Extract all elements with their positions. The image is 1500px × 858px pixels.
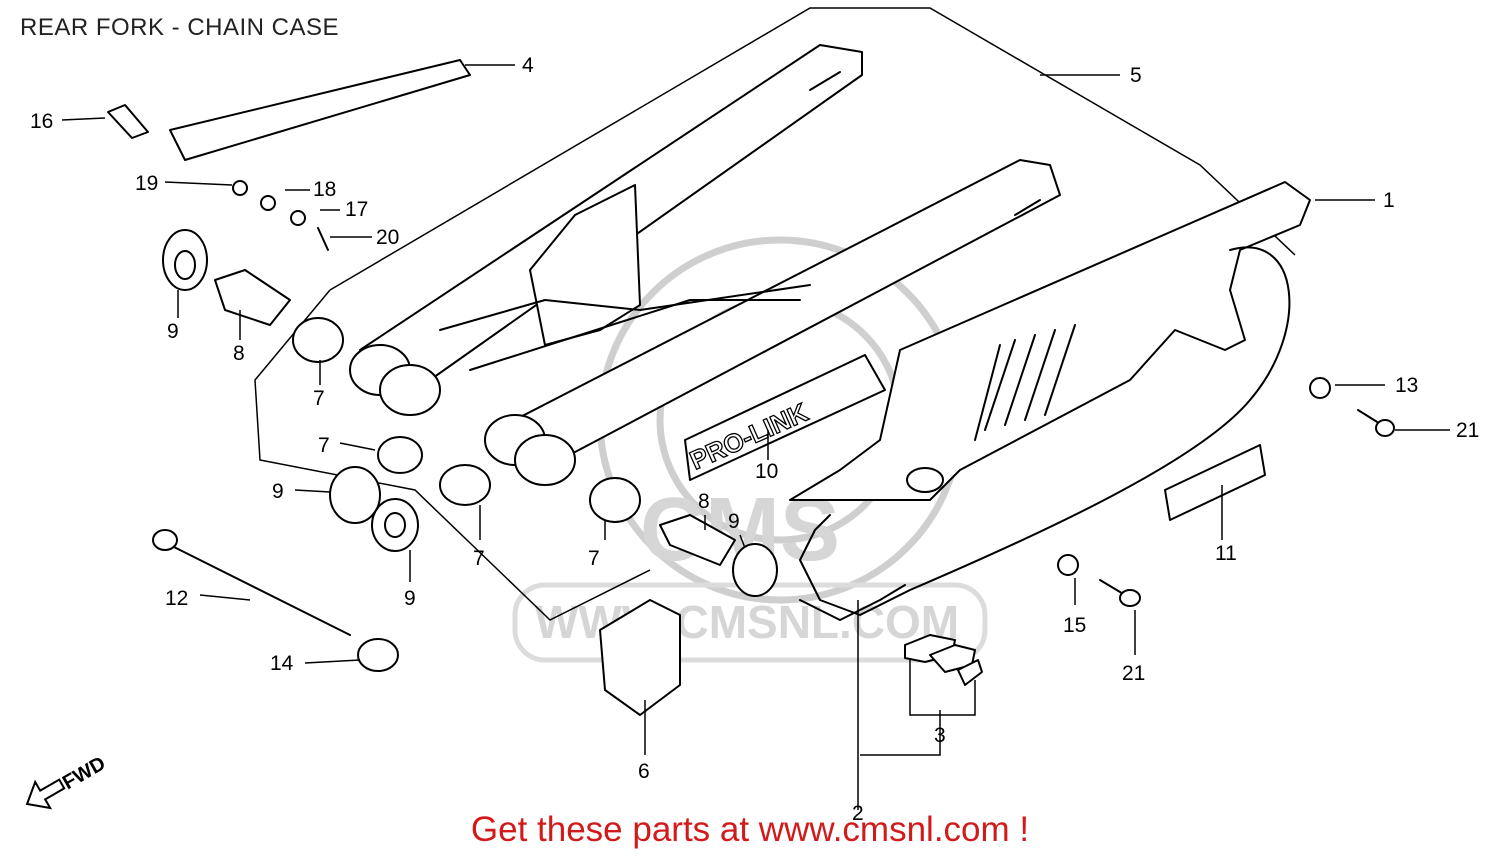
callout-21-b: 21 [1122, 662, 1145, 685]
callout-6: 6 [638, 760, 650, 783]
chain-slider [1164, 444, 1266, 521]
callout-7-d: 7 [588, 547, 600, 570]
leader-lines [61, 64, 1450, 810]
callout-5: 5 [1130, 64, 1142, 87]
callout-21-a: 21 [1456, 419, 1479, 442]
callout-9-c: 9 [404, 587, 416, 610]
callout-14: 14 [270, 652, 294, 675]
callout-19: 19 [135, 172, 158, 195]
callout-10: 10 [755, 460, 778, 483]
callout-7-b: 7 [318, 434, 330, 457]
callout-7-c: 7 [473, 547, 485, 570]
callout-20: 20 [376, 226, 399, 249]
left-parts [107, 59, 1395, 716]
callout-18: 18 [313, 178, 336, 201]
callout-16: 16 [30, 110, 53, 133]
callout-8-b: 8 [698, 490, 710, 513]
callout-8-a: 8 [233, 342, 245, 365]
fwd-arrow-icon: FWD [25, 752, 109, 810]
callout-12: 12 [165, 587, 188, 610]
callout-1: 1 [1383, 189, 1395, 212]
group-outline-5 [329, 7, 1296, 291]
chain-joint [904, 634, 983, 686]
callout-9-a: 9 [167, 320, 179, 343]
fwd-label: FWD [59, 752, 109, 794]
promo-banner[interactable]: Get these parts at www.cmsnl.com ! [470, 810, 1030, 849]
page-title: REAR FORK - CHAIN CASE [20, 14, 340, 41]
callout-9-d: 9 [728, 510, 740, 533]
callout-11: 11 [1215, 542, 1237, 565]
callout-2: 2 [852, 802, 864, 825]
callout-13: 13 [1395, 374, 1418, 397]
callout-7-a: 7 [313, 387, 325, 410]
drive-chain [799, 246, 1291, 621]
callouts: 1 2 3 4 5 6 7 7 7 7 8 8 9 9 9 9 10 11 12… [30, 54, 1479, 825]
callout-9-b: 9 [272, 480, 284, 503]
callout-15: 15 [1063, 614, 1086, 637]
swing-arm [349, 44, 1061, 486]
callout-3: 3 [934, 724, 946, 747]
callout-17: 17 [345, 198, 368, 221]
chain-case [789, 181, 1311, 501]
callout-4: 4 [522, 54, 534, 77]
watermark-site: WWW.CMSNL.COM [535, 596, 959, 648]
